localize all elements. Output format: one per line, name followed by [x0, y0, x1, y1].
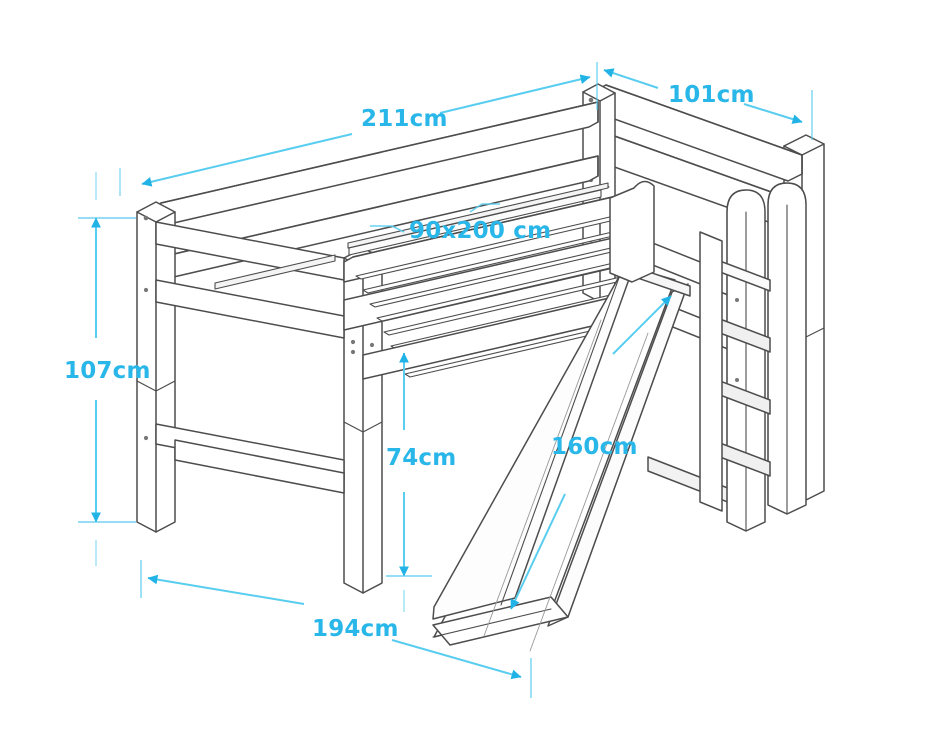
dimension-slide-length — [510, 295, 672, 610]
guard-rail-left-small — [609, 180, 655, 283]
dimension-label-bed-length: 211cm — [361, 106, 448, 132]
slide — [432, 261, 691, 652]
dimension-label-bed-width: 101cm — [668, 82, 755, 108]
dimension-total-height — [78, 172, 136, 566]
dimension-label-total-height: 107cm — [64, 358, 151, 384]
dimension-label-mattress-size: 90x200 cm — [409, 218, 552, 244]
dimension-clearance-height — [386, 352, 432, 612]
dimension-bed-width — [596, 62, 813, 140]
dimension-footprint-length — [140, 560, 532, 698]
dimension-bed-length — [119, 74, 591, 196]
ladder — [699, 182, 807, 532]
dimension-mattress-size — [370, 203, 500, 233]
dimension-label-clearance-height: 74cm — [386, 445, 457, 471]
dimension-label-footprint-length: 194cm — [312, 616, 399, 642]
bed-structure — [136, 83, 825, 652]
slat-support-rail — [214, 182, 609, 290]
dimension-label-slide-length: 160cm — [551, 434, 638, 460]
lower-cross-rails — [174, 439, 345, 494]
dimension-annotations — [78, 62, 813, 698]
